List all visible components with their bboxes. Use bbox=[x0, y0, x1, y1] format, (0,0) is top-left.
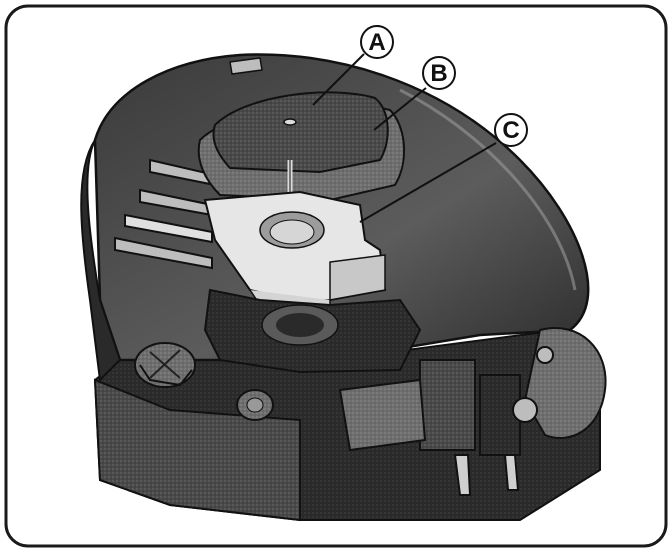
fuel-cup bbox=[523, 327, 607, 439]
intake-port-inner bbox=[276, 313, 324, 337]
callout-a: A bbox=[360, 25, 394, 59]
oil-fill-cap bbox=[134, 342, 196, 388]
blower-housing-highlight bbox=[399, 88, 577, 291]
engine-block-front bbox=[93, 378, 301, 522]
leader-b bbox=[373, 87, 427, 131]
left-housing-lobe bbox=[80, 139, 122, 383]
housing-top-tab bbox=[229, 57, 263, 75]
callout-c-label: C bbox=[502, 117, 519, 144]
cartridge-hole-inner bbox=[269, 219, 315, 245]
cooling-fins bbox=[114, 158, 216, 270]
leader-a bbox=[312, 53, 365, 106]
callout-a-label: A bbox=[368, 29, 385, 56]
cartridge-side bbox=[329, 254, 386, 301]
carburetor-linkage bbox=[338, 346, 554, 496]
leader-c bbox=[359, 142, 497, 223]
block-knob bbox=[236, 389, 274, 421]
cover-screw bbox=[283, 118, 297, 126]
callout-c: C bbox=[494, 113, 528, 147]
air-filter-cover bbox=[212, 91, 389, 174]
callout-b: B bbox=[422, 56, 456, 90]
callout-b-label: B bbox=[430, 60, 447, 87]
callout-leaders bbox=[312, 53, 497, 223]
